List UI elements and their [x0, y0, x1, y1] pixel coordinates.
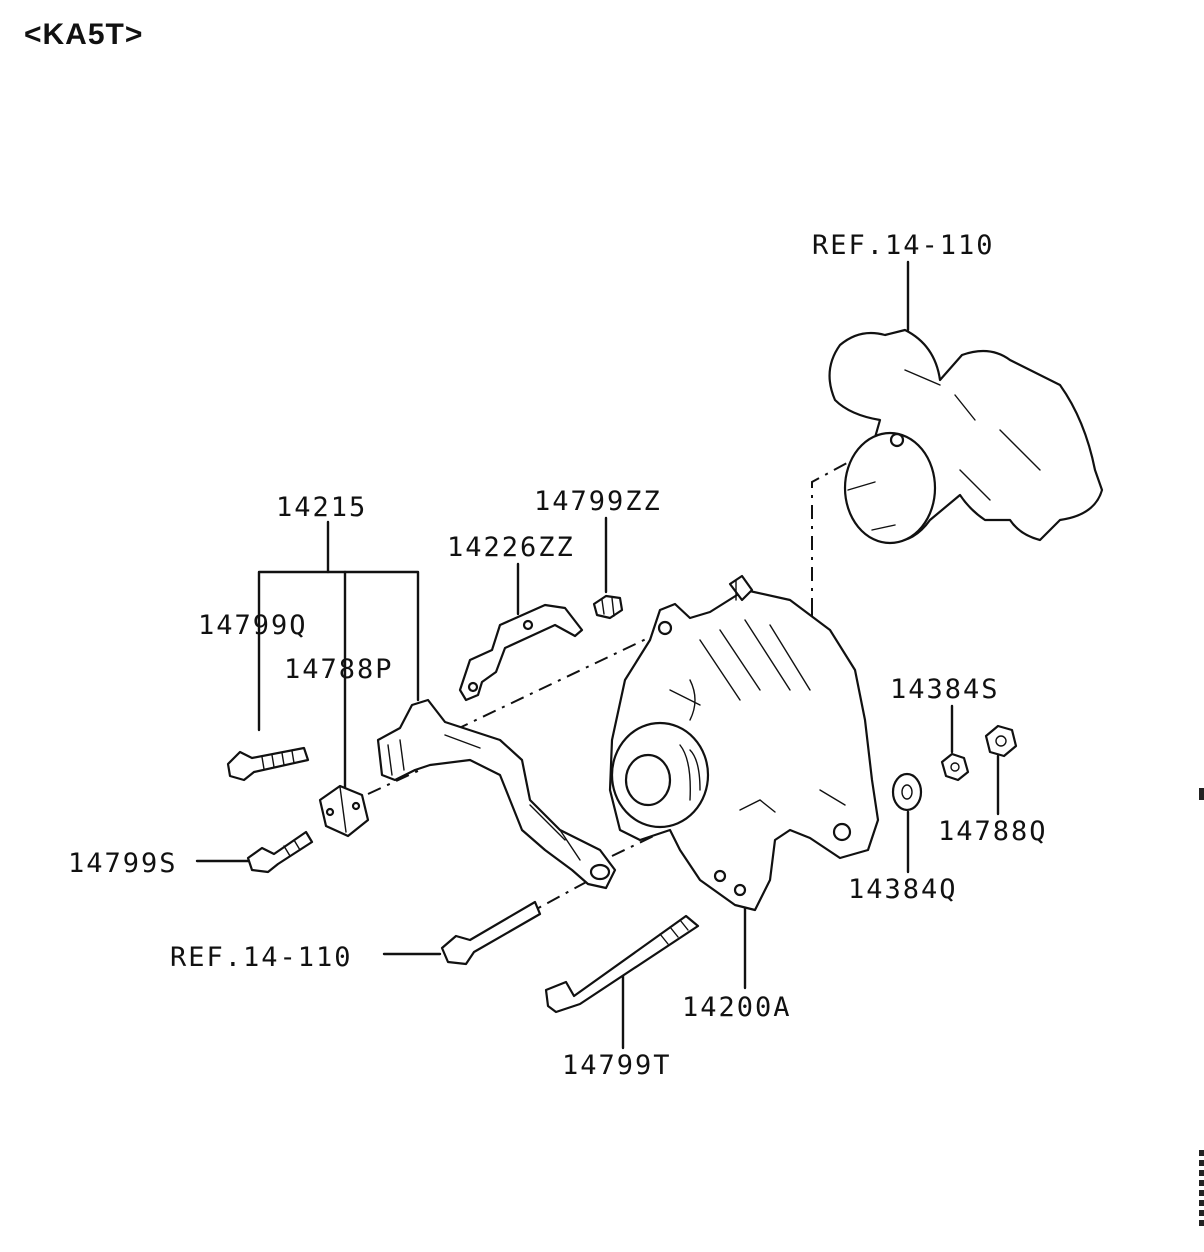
- label-14799q: 14799Q: [198, 610, 308, 641]
- washer-14384q-icon: [891, 772, 923, 812]
- label-14788q: 14788Q: [938, 816, 1048, 847]
- bolt-14799t-icon: [544, 914, 700, 1014]
- bracket-14215-icon: [376, 698, 617, 890]
- bracket-14226zz-icon: [458, 603, 584, 702]
- nut-14788q-icon: [984, 724, 1018, 758]
- engine-housing-ref: [828, 328, 1104, 545]
- label-14200a: 14200A: [682, 992, 792, 1023]
- label-ref-left: REF.14-110: [170, 942, 353, 973]
- bolt-14799s-icon: [246, 830, 314, 874]
- nut-14799zz-icon: [592, 594, 624, 620]
- label-14215: 14215: [276, 492, 367, 523]
- bolt-14799q-icon: [226, 746, 310, 782]
- leader-lines: [195, 260, 1000, 1050]
- edge-mark: [1199, 788, 1204, 800]
- long-bolt-ref-icon: [440, 900, 542, 966]
- page-title: <KA5T>: [24, 18, 144, 51]
- edge-mark: [1199, 1150, 1204, 1230]
- part-labels: REF.14-110 14215 14799ZZ 14226ZZ 14799Q …: [68, 230, 1048, 1081]
- label-14384s: 14384S: [890, 674, 1000, 705]
- label-14799s: 14799S: [68, 848, 178, 879]
- label-ref-top: REF.14-110: [812, 230, 995, 261]
- label-14788p: 14788P: [284, 654, 394, 685]
- alternator-14200a-icon: [608, 574, 880, 912]
- nut-14384s-icon: [940, 752, 970, 782]
- spacer-14788p-icon: [318, 784, 370, 838]
- label-14799t: 14799T: [562, 1050, 672, 1081]
- label-14226zz: 14226ZZ: [447, 532, 575, 563]
- label-14384q: 14384Q: [848, 874, 958, 905]
- label-14799zz: 14799ZZ: [534, 486, 662, 517]
